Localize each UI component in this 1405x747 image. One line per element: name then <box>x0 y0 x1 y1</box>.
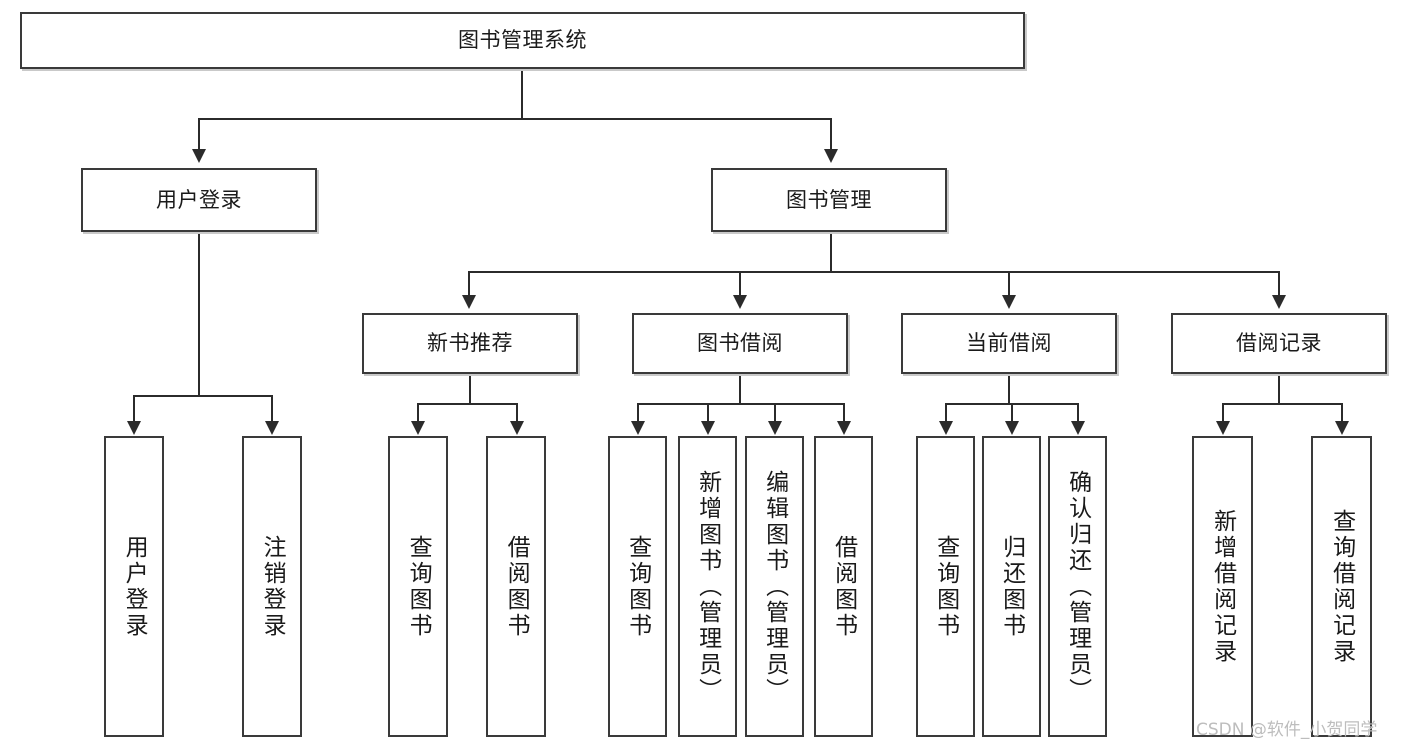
connector-nbr-drop-2 <box>516 403 518 423</box>
connector-to-borrow-record <box>1278 271 1280 297</box>
node-leaf-confirm-return-label: 确认归还（管理员） <box>1064 469 1091 704</box>
arrowhead-leaf-borrow-book-2 <box>837 421 851 435</box>
node-leaf-borrow-book-1-label: 借阅图书 <box>503 534 530 639</box>
connector-br-drop-1 <box>1222 403 1224 423</box>
node-leaf-return-book[interactable]: 归还图书 <box>982 436 1041 737</box>
node-current-borrow-label: 当前借阅 <box>966 331 1052 356</box>
node-book-manage-label: 图书管理 <box>786 187 872 212</box>
node-borrow-record-label: 借阅记录 <box>1236 331 1322 356</box>
node-leaf-query-book-3-label: 查询图书 <box>932 534 959 639</box>
connector-cb-drop-3 <box>1077 403 1079 423</box>
connector-nbr-drop-1 <box>417 403 419 423</box>
connector-user-login-drop-1 <box>133 395 135 423</box>
connector-root-to-user-login <box>198 118 200 151</box>
node-leaf-confirm-return[interactable]: 确认归还（管理员） <box>1048 436 1107 737</box>
arrowhead-leaf-user-login <box>127 421 141 435</box>
connector-user-login-bus <box>133 395 271 397</box>
arrowhead-leaf-return-book <box>1005 421 1019 435</box>
arrowhead-borrow-record <box>1272 295 1286 309</box>
connector-user-login-drop-2 <box>271 395 273 423</box>
connector-user-login-stem <box>198 232 200 396</box>
connector-br-drop-2 <box>1341 403 1343 423</box>
node-leaf-user-login[interactable]: 用户登录 <box>104 436 164 737</box>
connector-borrow-record-stem <box>1278 374 1280 404</box>
node-user-login-label: 用户登录 <box>156 187 242 212</box>
node-leaf-query-record-label: 查询借阅记录 <box>1328 508 1355 665</box>
connector-root-bus <box>198 118 832 120</box>
arrowhead-leaf-query-record <box>1335 421 1349 435</box>
connector-book-borrow-bus <box>637 403 845 405</box>
arrowhead-book-borrow <box>733 295 747 309</box>
arrowhead-current-borrow <box>1002 295 1016 309</box>
node-leaf-add-book[interactable]: 新增图书（管理员） <box>678 436 737 737</box>
node-leaf-query-book-3[interactable]: 查询图书 <box>916 436 975 737</box>
connector-bb-drop-3 <box>774 403 776 423</box>
connector-to-current-borrow <box>1008 271 1010 297</box>
node-leaf-borrow-book-2-label: 借阅图书 <box>830 534 857 639</box>
arrowhead-leaf-edit-book <box>768 421 782 435</box>
arrowhead-user-login <box>192 149 206 163</box>
arrowhead-leaf-add-record <box>1216 421 1230 435</box>
connector-cb-drop-1 <box>945 403 947 423</box>
arrowhead-leaf-query-book-1 <box>411 421 425 435</box>
arrowhead-book-manage <box>824 149 838 163</box>
connector-cb-drop-2 <box>1011 403 1013 423</box>
connector-current-borrow-stem <box>1008 374 1010 404</box>
connector-bb-drop-4 <box>843 403 845 423</box>
node-leaf-return-book-label: 归还图书 <box>998 534 1025 639</box>
arrowhead-leaf-confirm-return <box>1071 421 1085 435</box>
node-book-borrow-label: 图书借阅 <box>697 331 783 356</box>
arrowhead-leaf-borrow-book-1 <box>510 421 524 435</box>
node-leaf-query-book-1-label: 查询图书 <box>405 534 432 639</box>
arrowhead-leaf-query-book-2 <box>631 421 645 435</box>
node-user-login[interactable]: 用户登录 <box>81 168 317 232</box>
node-leaf-query-record[interactable]: 查询借阅记录 <box>1311 436 1372 737</box>
arrowhead-leaf-add-book <box>701 421 715 435</box>
node-book-borrow[interactable]: 图书借阅 <box>632 313 848 374</box>
node-leaf-add-record[interactable]: 新增借阅记录 <box>1192 436 1253 737</box>
connector-root-stem <box>521 69 523 119</box>
node-leaf-edit-book-label: 编辑图书（管理员） <box>761 469 788 704</box>
node-leaf-query-book-2[interactable]: 查询图书 <box>608 436 667 737</box>
node-leaf-edit-book[interactable]: 编辑图书（管理员） <box>745 436 804 737</box>
connector-book-manage-bus <box>468 271 1279 273</box>
node-leaf-logout-login[interactable]: 注销登录 <box>242 436 302 737</box>
arrowhead-leaf-query-book-3 <box>939 421 953 435</box>
node-current-borrow[interactable]: 当前借阅 <box>901 313 1117 374</box>
node-borrow-record[interactable]: 借阅记录 <box>1171 313 1387 374</box>
node-leaf-borrow-book-2[interactable]: 借阅图书 <box>814 436 873 737</box>
connector-bb-drop-2 <box>707 403 709 423</box>
node-root-label: 图书管理系统 <box>458 28 587 53</box>
connector-book-manage-stem <box>830 232 832 272</box>
arrowhead-new-book-recommend <box>462 295 476 309</box>
node-leaf-query-book-1[interactable]: 查询图书 <box>388 436 448 737</box>
connector-borrow-record-bus <box>1222 403 1343 405</box>
node-leaf-query-book-2-label: 查询图书 <box>624 534 651 639</box>
connector-book-borrow-stem <box>739 374 741 404</box>
arrowhead-leaf-logout-login <box>265 421 279 435</box>
connector-bb-drop-1 <box>637 403 639 423</box>
node-leaf-user-login-label: 用户登录 <box>121 534 148 639</box>
node-leaf-borrow-book-1[interactable]: 借阅图书 <box>486 436 546 737</box>
node-leaf-add-record-label: 新增借阅记录 <box>1209 508 1236 665</box>
node-leaf-logout-login-label: 注销登录 <box>259 534 286 639</box>
connector-new-book-recommend-bus <box>417 403 518 405</box>
node-root[interactable]: 图书管理系统 <box>20 12 1025 69</box>
connector-new-book-recommend-stem <box>469 374 471 404</box>
connector-root-to-book-manage <box>830 118 832 151</box>
connector-to-new-book-recommend <box>468 271 470 297</box>
node-leaf-add-book-label: 新增图书（管理员） <box>694 469 721 704</box>
watermark: CSDN @软件_小贺同学 <box>1196 720 1378 740</box>
connector-to-book-borrow <box>739 271 741 297</box>
node-book-manage[interactable]: 图书管理 <box>711 168 947 232</box>
node-new-book-recommend[interactable]: 新书推荐 <box>362 313 578 374</box>
node-new-book-recommend-label: 新书推荐 <box>427 331 513 356</box>
